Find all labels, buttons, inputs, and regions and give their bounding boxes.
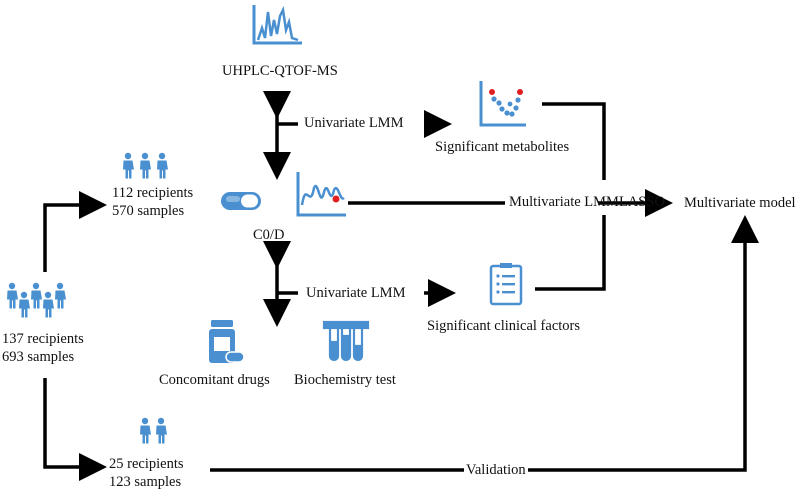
people-group-icon	[7, 282, 66, 318]
clipboard-list-icon	[489, 263, 523, 306]
test-tubes-icon	[322, 320, 370, 362]
connectors	[43, 91, 759, 481]
pill-capsule-icon	[221, 192, 261, 210]
c0d-label: C0/D	[253, 227, 285, 243]
uhplc-label: UHPLC-QTOF-MS	[222, 63, 338, 79]
edge-univariate-top: Univariate LMM	[304, 115, 404, 131]
chromatogram-icon	[252, 5, 302, 45]
chromatogram-icon	[296, 172, 346, 217]
cohort-val-samples: 123 samples	[109, 474, 182, 490]
edge-multivariate-lasso: Multivariate LMMLASSO	[509, 194, 665, 210]
arrow-validation	[210, 215, 759, 472]
significant-clinical-label: Significant clinical factors	[427, 318, 581, 334]
people-group-icon	[123, 152, 168, 179]
cohort-val-count: 25 recipients	[109, 456, 184, 472]
cohort-train-count: 112 recipients	[112, 185, 194, 201]
arrow-to-train-cohort	[43, 191, 107, 272]
edge-validation: Validation	[464, 462, 528, 479]
edge-univariate-bottom: Univariate LMM	[306, 285, 406, 301]
people-group-icon	[140, 417, 167, 444]
cohort-all-samples: 693 samples	[2, 349, 75, 365]
arrow-to-validation-cohort	[43, 378, 107, 481]
multivariate-model-label: Multivariate model	[684, 195, 796, 211]
bracket-metabolites	[542, 102, 606, 180]
biochemistry-test-label: Biochemistry test	[294, 372, 396, 388]
medicine-bottle-icon	[209, 320, 245, 363]
bracket-clinical	[535, 215, 606, 291]
cohort-all-count: 137 recipients	[2, 331, 84, 347]
significant-metabolites-label: Significant metabolites	[435, 139, 570, 155]
volcano-plot-icon	[479, 81, 526, 127]
concomitant-drugs-label: Concomitant drugs	[159, 372, 270, 388]
cohort-train-samples: 570 samples	[112, 203, 185, 219]
